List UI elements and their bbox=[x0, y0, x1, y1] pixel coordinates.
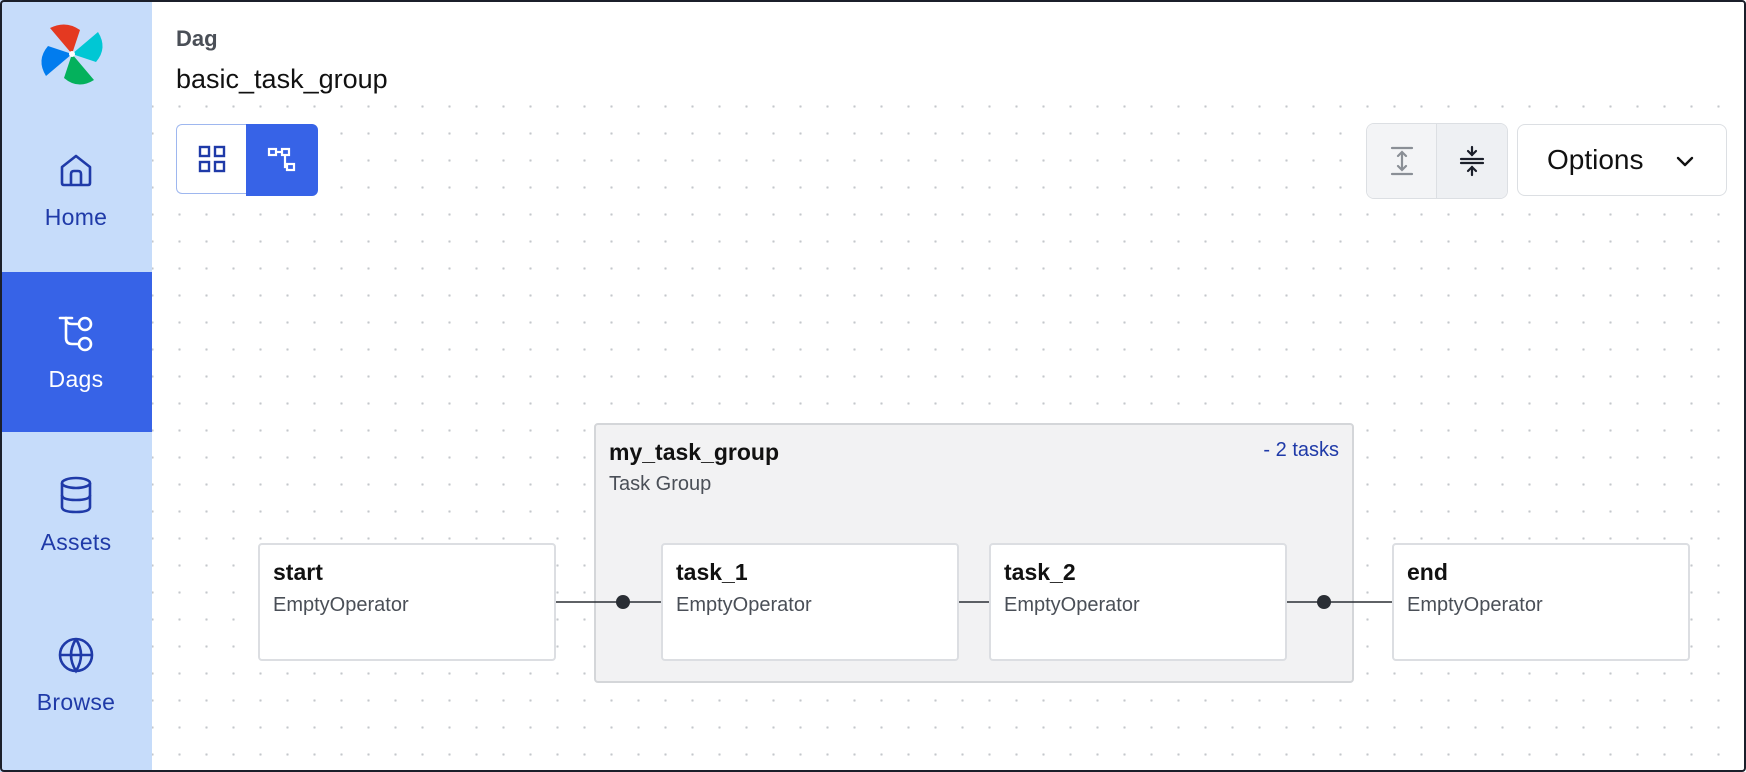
collapse-height-button[interactable] bbox=[1437, 124, 1507, 198]
sidebar-item-home[interactable]: Home bbox=[0, 130, 152, 250]
dags-icon bbox=[58, 316, 93, 351]
task-group-type: Task Group bbox=[609, 473, 712, 495]
grid-view-button[interactable] bbox=[176, 124, 246, 194]
options-label: Options bbox=[1547, 144, 1644, 175]
sidebar-item-label: Assets bbox=[40, 528, 112, 555]
database-icon bbox=[60, 476, 92, 513]
expand-vertical-icon bbox=[1390, 146, 1413, 176]
grid-view-icon bbox=[198, 145, 225, 173]
collapse-vertical-icon bbox=[1459, 145, 1485, 177]
view-mode-toggle bbox=[176, 124, 318, 196]
page-header bbox=[152, 0, 1746, 100]
sidebar-item-assets[interactable]: Assets bbox=[0, 450, 152, 580]
options-dropdown[interactable]: Options bbox=[1517, 124, 1727, 196]
task-name: task_1 bbox=[676, 559, 748, 585]
task-node-task-1[interactable]: task_1 EmptyOperator bbox=[661, 543, 959, 661]
sidebar-item-label: Browse bbox=[36, 688, 116, 715]
chevron-down-icon bbox=[1676, 156, 1694, 167]
task-operator: EmptyOperator bbox=[676, 594, 812, 616]
task-operator: EmptyOperator bbox=[1407, 594, 1543, 616]
airflow-logo[interactable] bbox=[36, 18, 108, 90]
task-group-collapse-link[interactable]: - 2 tasks bbox=[1263, 439, 1339, 461]
sidebar-item-label: Dags bbox=[48, 365, 104, 392]
globe-icon bbox=[58, 637, 94, 673]
task-name: start bbox=[273, 559, 323, 585]
sidebar-item-label: Home bbox=[44, 203, 108, 230]
task-group-name: my_task_group bbox=[609, 439, 780, 465]
page-subtitle: Dag bbox=[176, 26, 218, 51]
task-operator: EmptyOperator bbox=[273, 594, 409, 616]
sidebar: Home Dags Assets Browse bbox=[0, 0, 152, 772]
graph-view-button[interactable] bbox=[246, 124, 318, 196]
node-height-toggle bbox=[1366, 123, 1508, 199]
expand-height-button[interactable] bbox=[1367, 124, 1437, 198]
sidebar-item-browse[interactable]: Browse bbox=[0, 610, 152, 740]
graph-view-icon bbox=[267, 147, 296, 172]
task-node-start[interactable]: start EmptyOperator bbox=[258, 543, 556, 661]
task-name: task_2 bbox=[1004, 559, 1076, 585]
task-name: end bbox=[1407, 559, 1448, 585]
home-icon bbox=[60, 154, 92, 186]
task-node-task-2[interactable]: task_2 EmptyOperator bbox=[989, 543, 1287, 661]
sidebar-item-dags[interactable]: Dags bbox=[0, 272, 152, 432]
task-node-end[interactable]: end EmptyOperator bbox=[1392, 543, 1690, 661]
page-title: basic_task_group bbox=[176, 64, 388, 94]
task-operator: EmptyOperator bbox=[1004, 594, 1140, 616]
